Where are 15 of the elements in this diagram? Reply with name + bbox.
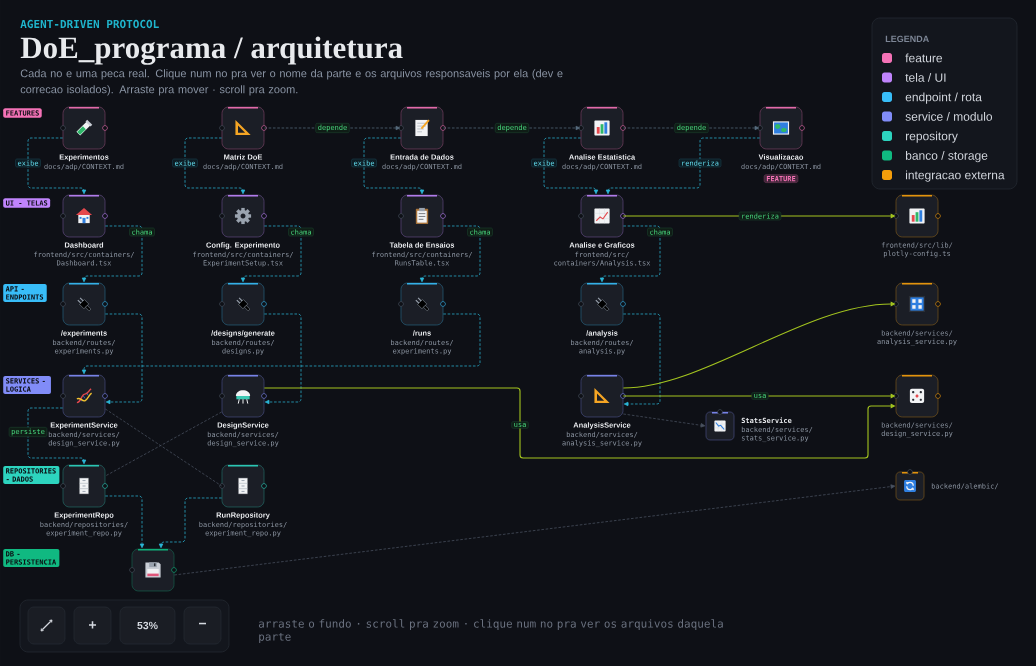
legend-label: repository bbox=[906, 131, 958, 143]
zoom-level-button: 53% bbox=[119, 606, 176, 645]
zoom-out-button: − bbox=[183, 606, 222, 645]
legend-label: feature bbox=[905, 53, 942, 63]
legend-label: tela / UI bbox=[905, 73, 946, 82]
zoom-in-button: + bbox=[73, 606, 112, 645]
legend-label: integracao externa bbox=[906, 170, 1005, 182]
page-title: DoE_programa / arquitetura bbox=[20, 36, 403, 65]
legend-label: service / modulo bbox=[905, 112, 993, 121]
legend-label: banco / storage bbox=[905, 151, 988, 163]
legend-label: endpoint / rota bbox=[905, 92, 982, 104]
subtitle-text: Cada no e uma peca real. Clique num no pra ver o nome da parte e os arquivos responsaveis por ela (dev e correcao isolados). Arraste pra mover · scroll pra zoom. bbox=[20, 69, 563, 96]
legend-title: LEGENDA bbox=[885, 35, 929, 43]
hint-text: arraste o fundo · scroll pra zoom · clique num no pra ver os arquivos daquela parte bbox=[258, 619, 723, 643]
eyebrow-text: AGENT-DRIVEN PROTOCOL bbox=[20, 19, 159, 29]
